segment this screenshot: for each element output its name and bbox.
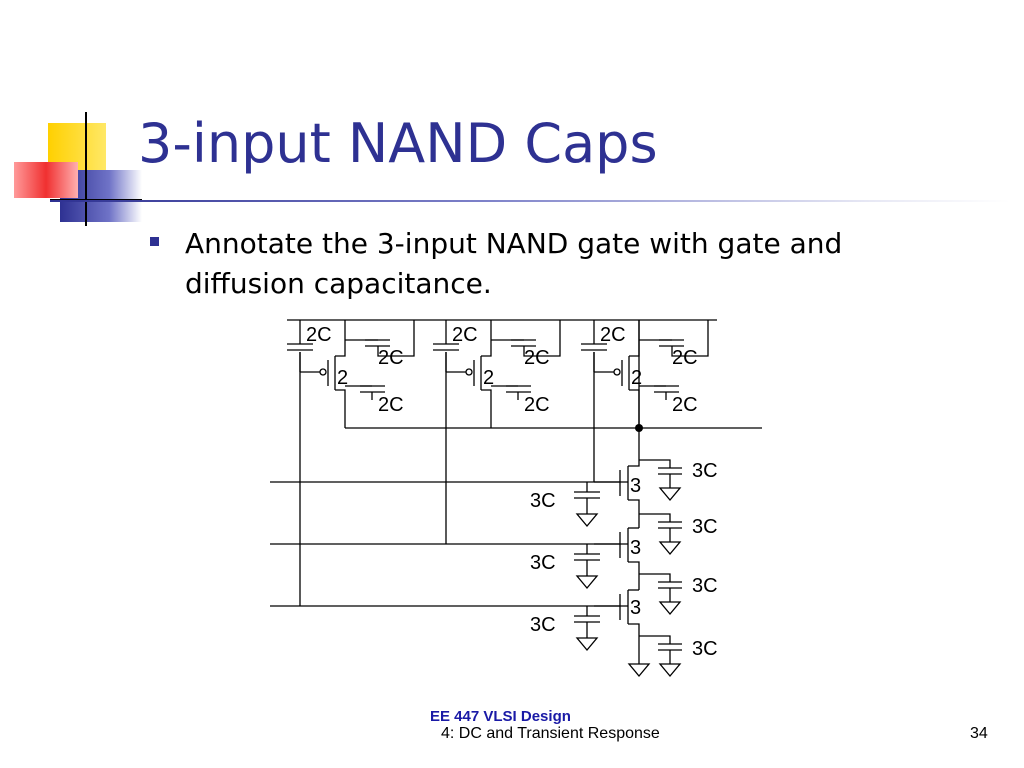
- page-number: 34: [970, 725, 988, 742]
- nmos-gate-cap-label: 3C: [530, 552, 556, 574]
- pmos-transistor-a: [299, 320, 346, 428]
- nmos-gate-cap-label: 3C: [530, 614, 556, 636]
- pmos-transistor-b: [445, 320, 492, 428]
- nmos-diff-cap-label: 3C: [692, 575, 718, 597]
- pmos-diff-cap-label: 2C: [672, 347, 698, 369]
- footer-section-title: 4: DC and Transient Response: [441, 725, 660, 742]
- title-underline: [50, 200, 1010, 202]
- pmos-gate-cap-label: 2C: [600, 324, 626, 346]
- nmos-diffusion-caps: [627, 459, 682, 678]
- pmos-diff-cap-label: 2C: [378, 394, 404, 416]
- pmos-width-label: 2: [631, 367, 642, 389]
- pmos-gate-cap-label: 2C: [452, 324, 478, 346]
- nmos-width-label: 3: [630, 475, 641, 497]
- slide-title: 3-input NAND Caps: [138, 112, 658, 175]
- pmos-gate-cap-label: 2C: [306, 324, 332, 346]
- pmos-width-label: 2: [483, 367, 494, 389]
- nmos-stack: [594, 460, 640, 650]
- pmos-diff-cap-label: 2C: [378, 347, 404, 369]
- pmos-diffusion-caps: [345, 320, 709, 400]
- pmos-transistor-c: [593, 320, 640, 428]
- pmos-diff-cap-label: 2C: [672, 394, 698, 416]
- bullet-text: Annotate the 3-input NAND gate with gate…: [185, 227, 843, 300]
- bullet-square-icon: [150, 237, 159, 246]
- pmos-diff-cap-label: 2C: [524, 347, 550, 369]
- pmos-gate-caps: [287, 320, 607, 351]
- nmos-diff-cap-label: 3C: [692, 460, 718, 482]
- pmos-width-label: 2: [337, 367, 348, 389]
- bullet-item: Annotate the 3-input NAND gate with gate…: [150, 224, 910, 304]
- nmos-gate-cap-label: 3C: [530, 490, 556, 512]
- pmos-diff-cap-label: 2C: [524, 394, 550, 416]
- nmos-diff-cap-label: 3C: [692, 516, 718, 538]
- nmos-diff-cap-label: 3C: [692, 638, 718, 660]
- footer-course-title: EE 447 VLSI Design: [430, 708, 571, 725]
- nmos-width-label: 3: [630, 537, 641, 559]
- schematic-labels: 2C 2C 2C 2C 2C 2C 2 2 2 2C 2C 2C 3C 3C 3…: [306, 324, 718, 660]
- nmos-width-label: 3: [630, 597, 641, 619]
- nmos-gate-caps: [574, 482, 600, 652]
